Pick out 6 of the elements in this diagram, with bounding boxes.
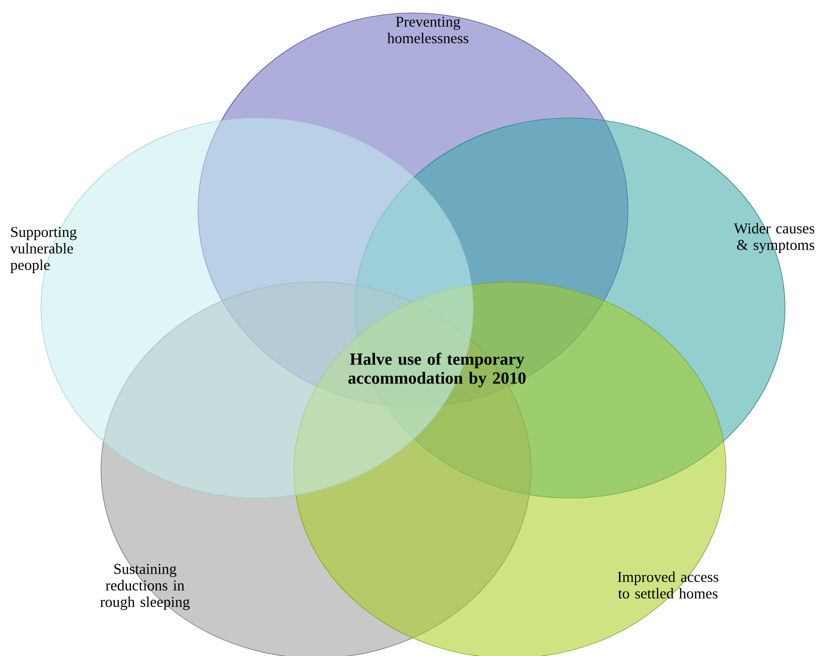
- ellipse: [100, 282, 532, 656]
- ellipse-label: Supporting vulnerable people: [10, 226, 77, 274]
- ellipse-label: Sustaining reductions in rough sleeping: [100, 564, 190, 610]
- ellipse: [294, 282, 726, 656]
- ellipse-label: Preventing homelessness: [387, 16, 468, 44]
- center-label: Halve use of temporary accommodation by 2010: [348, 352, 526, 388]
